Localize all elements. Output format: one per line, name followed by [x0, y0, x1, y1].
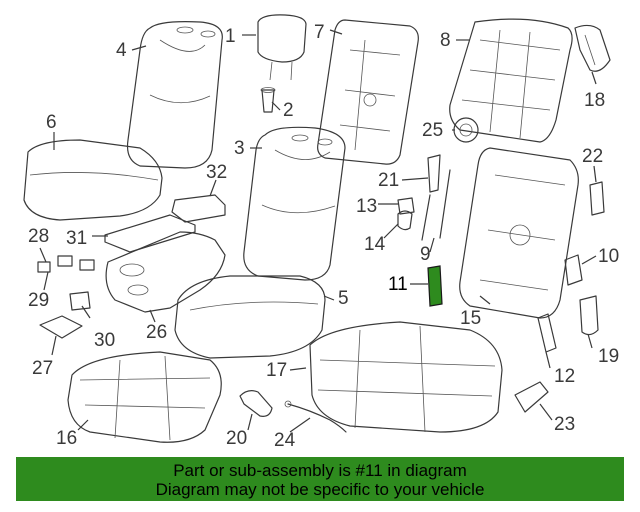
callout-29[interactable]: 29	[28, 290, 49, 311]
callout-8[interactable]: 8	[440, 30, 451, 51]
callout-21[interactable]: 21	[378, 170, 399, 191]
callout-11[interactable]: 11	[388, 274, 408, 295]
part-18-wire-harness[interactable]	[574, 24, 611, 72]
part-30-bracket[interactable]	[69, 291, 91, 311]
part-13-clip[interactable]	[397, 197, 415, 215]
callout-28[interactable]: 28	[28, 226, 49, 247]
part-9-rod[interactable]	[421, 169, 451, 241]
part-11-highlighted[interactable]	[427, 265, 443, 307]
callout-4[interactable]: 4	[116, 40, 127, 61]
part-27-bracket[interactable]	[39, 315, 83, 339]
callout-3[interactable]: 3	[234, 138, 245, 159]
part-15-seatback-frame[interactable]	[459, 147, 579, 319]
part-1-headrest[interactable]	[257, 14, 307, 81]
part-2-headrest-guide[interactable]	[260, 87, 276, 113]
part-6-seat-cushion[interactable]	[23, 139, 163, 221]
part-24-cable[interactable]	[284, 400, 347, 433]
part-5-cushion-assy[interactable]	[174, 275, 326, 359]
part-26-center-console[interactable]	[105, 231, 226, 313]
callout-6[interactable]: 6	[46, 112, 57, 133]
part-31-console-tray[interactable]	[104, 214, 196, 253]
banner-line-1: Part or sub-assembly is #11 in diagram	[173, 461, 467, 480]
part-16-cushion-frame[interactable]	[67, 351, 222, 443]
part-28-clip[interactable]	[37, 255, 95, 273]
part-12-bracket[interactable]	[537, 313, 557, 353]
part-4-seatback-cover[interactable]	[126, 21, 223, 169]
callout-5[interactable]: 5	[338, 288, 349, 309]
leader-lines	[39, 29, 597, 433]
part-8-back-spring[interactable]	[449, 18, 573, 143]
part-14-clip[interactable]	[397, 210, 413, 231]
callout-16[interactable]: 16	[56, 428, 77, 449]
callout-30[interactable]: 30	[94, 330, 115, 351]
banner-line-2: Diagram may not be specific to your vehi…	[155, 480, 485, 499]
callout-24[interactable]: 24	[274, 430, 296, 451]
part-32-armrest-lid[interactable]	[171, 194, 226, 223]
part-10-bracket[interactable]	[564, 254, 583, 286]
callout-22[interactable]: 22	[582, 146, 603, 167]
info-banner: Part or sub-assembly is #11 in diagram D…	[16, 457, 624, 501]
part-7-back-panel[interactable]	[317, 19, 419, 165]
callout-13[interactable]: 13	[356, 196, 377, 217]
callout-32[interactable]: 32	[206, 162, 227, 183]
callout-17[interactable]: 17	[266, 360, 287, 381]
callout-25[interactable]: 25	[422, 120, 443, 141]
callout-2[interactable]: 2	[283, 100, 294, 121]
callout-10[interactable]: 10	[598, 246, 619, 267]
part-20-actuator[interactable]	[239, 390, 273, 417]
part-21-lever[interactable]	[427, 154, 441, 193]
part-17-seat-frame[interactable]	[309, 321, 503, 433]
callout-labels: 1 2 3 4 5 6 7 8 9 10 11 12 13 14 15 16 1…	[28, 22, 619, 451]
part-19-actuator[interactable]	[579, 295, 599, 336]
part-25-recliner-cover[interactable]	[453, 117, 479, 143]
callout-18[interactable]: 18	[584, 90, 605, 111]
callout-19[interactable]: 19	[598, 346, 619, 367]
seat-parts-diagram: 1 2 3 4 5 6 7 8 9 10 11 12 13 14 15 16 1…	[23, 14, 619, 451]
callout-23[interactable]: 23	[554, 414, 575, 435]
callout-12[interactable]: 12	[554, 366, 575, 387]
callout-31[interactable]: 31	[66, 228, 87, 249]
callout-1[interactable]: 1	[225, 26, 236, 47]
part-22-bracket[interactable]	[589, 181, 605, 216]
callout-7[interactable]: 7	[314, 22, 325, 43]
part-3-seatback-assy[interactable]	[243, 126, 346, 281]
callout-26[interactable]: 26	[146, 322, 167, 343]
callout-15[interactable]: 15	[460, 308, 481, 329]
callout-14[interactable]: 14	[364, 234, 386, 255]
callout-9[interactable]: 9	[420, 244, 431, 265]
callout-27[interactable]: 27	[32, 358, 53, 379]
part-23-bracket[interactable]	[514, 381, 549, 413]
callout-20[interactable]: 20	[226, 428, 247, 449]
